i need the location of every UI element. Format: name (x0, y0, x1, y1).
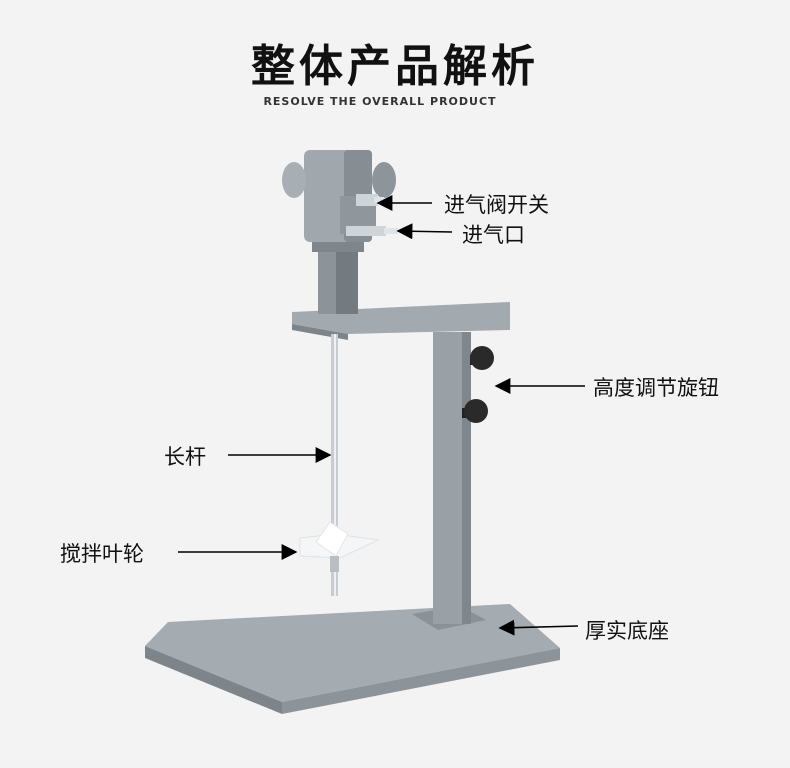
callout-impeller: 搅拌叶轮 (60, 542, 144, 566)
vertical-column (433, 332, 471, 624)
impeller (299, 521, 380, 572)
air-motor (282, 150, 396, 314)
height-knob-upper (470, 346, 494, 370)
callout-air-inlet: 进气口 (462, 223, 525, 247)
base-plate (145, 604, 560, 714)
arrow-air-inlet (396, 223, 453, 240)
callout-air-valve-switch: 进气阀开关 (444, 193, 549, 217)
height-knob-lower (462, 399, 488, 423)
page-subtitle: RESOLVE THE OVERALL PRODUCT (263, 95, 497, 108)
callout-base: 厚实底座 (585, 619, 669, 643)
arrow-base (498, 619, 579, 636)
air-inlet-fitting (346, 226, 398, 236)
callout-long-rod: 长杆 (164, 445, 206, 469)
page-title: 整体产品解析 (251, 41, 539, 92)
callout-height-knob: 高度调节旋钮 (593, 376, 719, 400)
